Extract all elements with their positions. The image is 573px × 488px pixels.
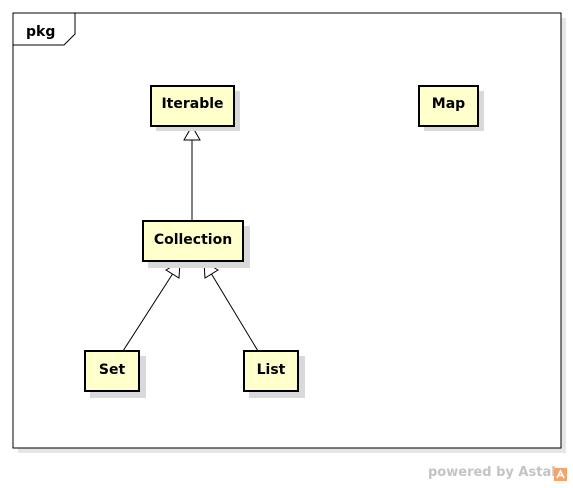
package-name-tab (13, 13, 76, 46)
astah-logo-icon (554, 468, 567, 481)
class-map[interactable]: Map (418, 85, 484, 131)
generalization-line (122, 273, 173, 352)
class-name-iterable: Iterable (161, 96, 223, 112)
class-box (150, 85, 235, 127)
class-name-map: Map (432, 96, 465, 112)
package-name-label: pkg (26, 24, 55, 40)
class-box (418, 85, 479, 127)
generalization-arrowhead (183, 124, 201, 141)
class-name-collection: Collection (154, 232, 232, 248)
generalization-collection-iterable[interactable] (183, 124, 201, 221)
class-set[interactable]: Set (84, 350, 146, 398)
class-box (243, 350, 299, 392)
generalization-line (211, 273, 259, 352)
class-list[interactable]: List (243, 350, 305, 398)
powered-by-astah-label: powered by Astah (428, 465, 561, 480)
class-box (84, 350, 140, 392)
class-name-set: Set (99, 362, 126, 378)
class-box (142, 220, 244, 262)
class-name-list: List (257, 362, 286, 378)
class-iterable[interactable]: Iterable (150, 85, 240, 131)
class-collection[interactable]: Collection (142, 220, 250, 268)
